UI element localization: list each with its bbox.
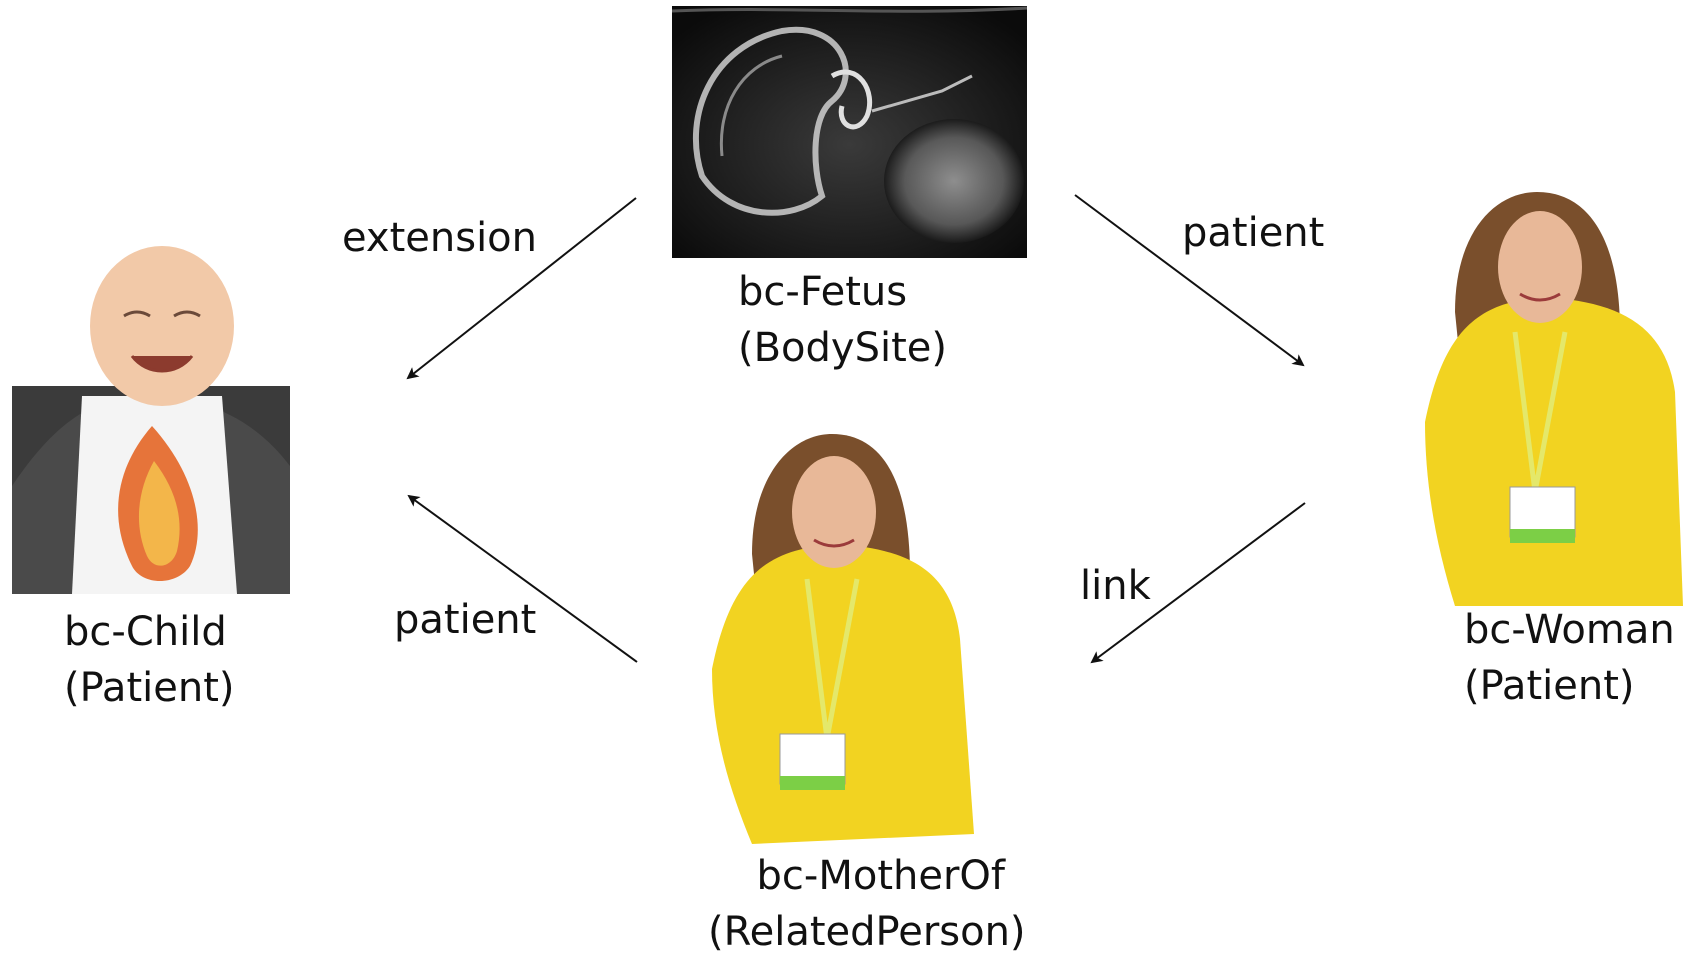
node-woman-label: bc-Woman (Patient) [1464,602,1675,714]
edge-label-link: link [1080,563,1151,609]
node-mother-type: (RelatedPerson) [708,909,1026,955]
node-fetus-label: bc-Fetus (BodySite) [738,264,947,376]
node-fetus-name: bc-Fetus [738,269,908,315]
node-woman-name: bc-Woman [1464,607,1675,653]
node-mother-label: bc-MotherOf (RelatedPerson) [708,848,1026,955]
mother-photo [712,434,974,844]
arrow-patient-top [1074,194,1305,367]
edge-label-patient-top: patient [1182,210,1325,256]
edge-label-extension: extension [342,215,537,261]
arrow-patient-bottom [407,494,638,663]
node-child-label: bc-Child (Patient) [64,604,235,716]
node-child-name: bc-Child [64,609,227,655]
node-mother-name: bc-MotherOf [756,853,1005,899]
node-child-type: (Patient) [64,665,235,711]
edge-label-patient-bottom: patient [394,597,537,643]
ultrasound-image [672,6,1027,258]
arrow-link [1090,502,1306,664]
node-woman-type: (Patient) [1464,663,1635,709]
woman-photo [1425,192,1683,606]
baby-photo [12,246,290,594]
node-fetus-type: (BodySite) [738,325,947,371]
arrow-extension [406,197,637,380]
